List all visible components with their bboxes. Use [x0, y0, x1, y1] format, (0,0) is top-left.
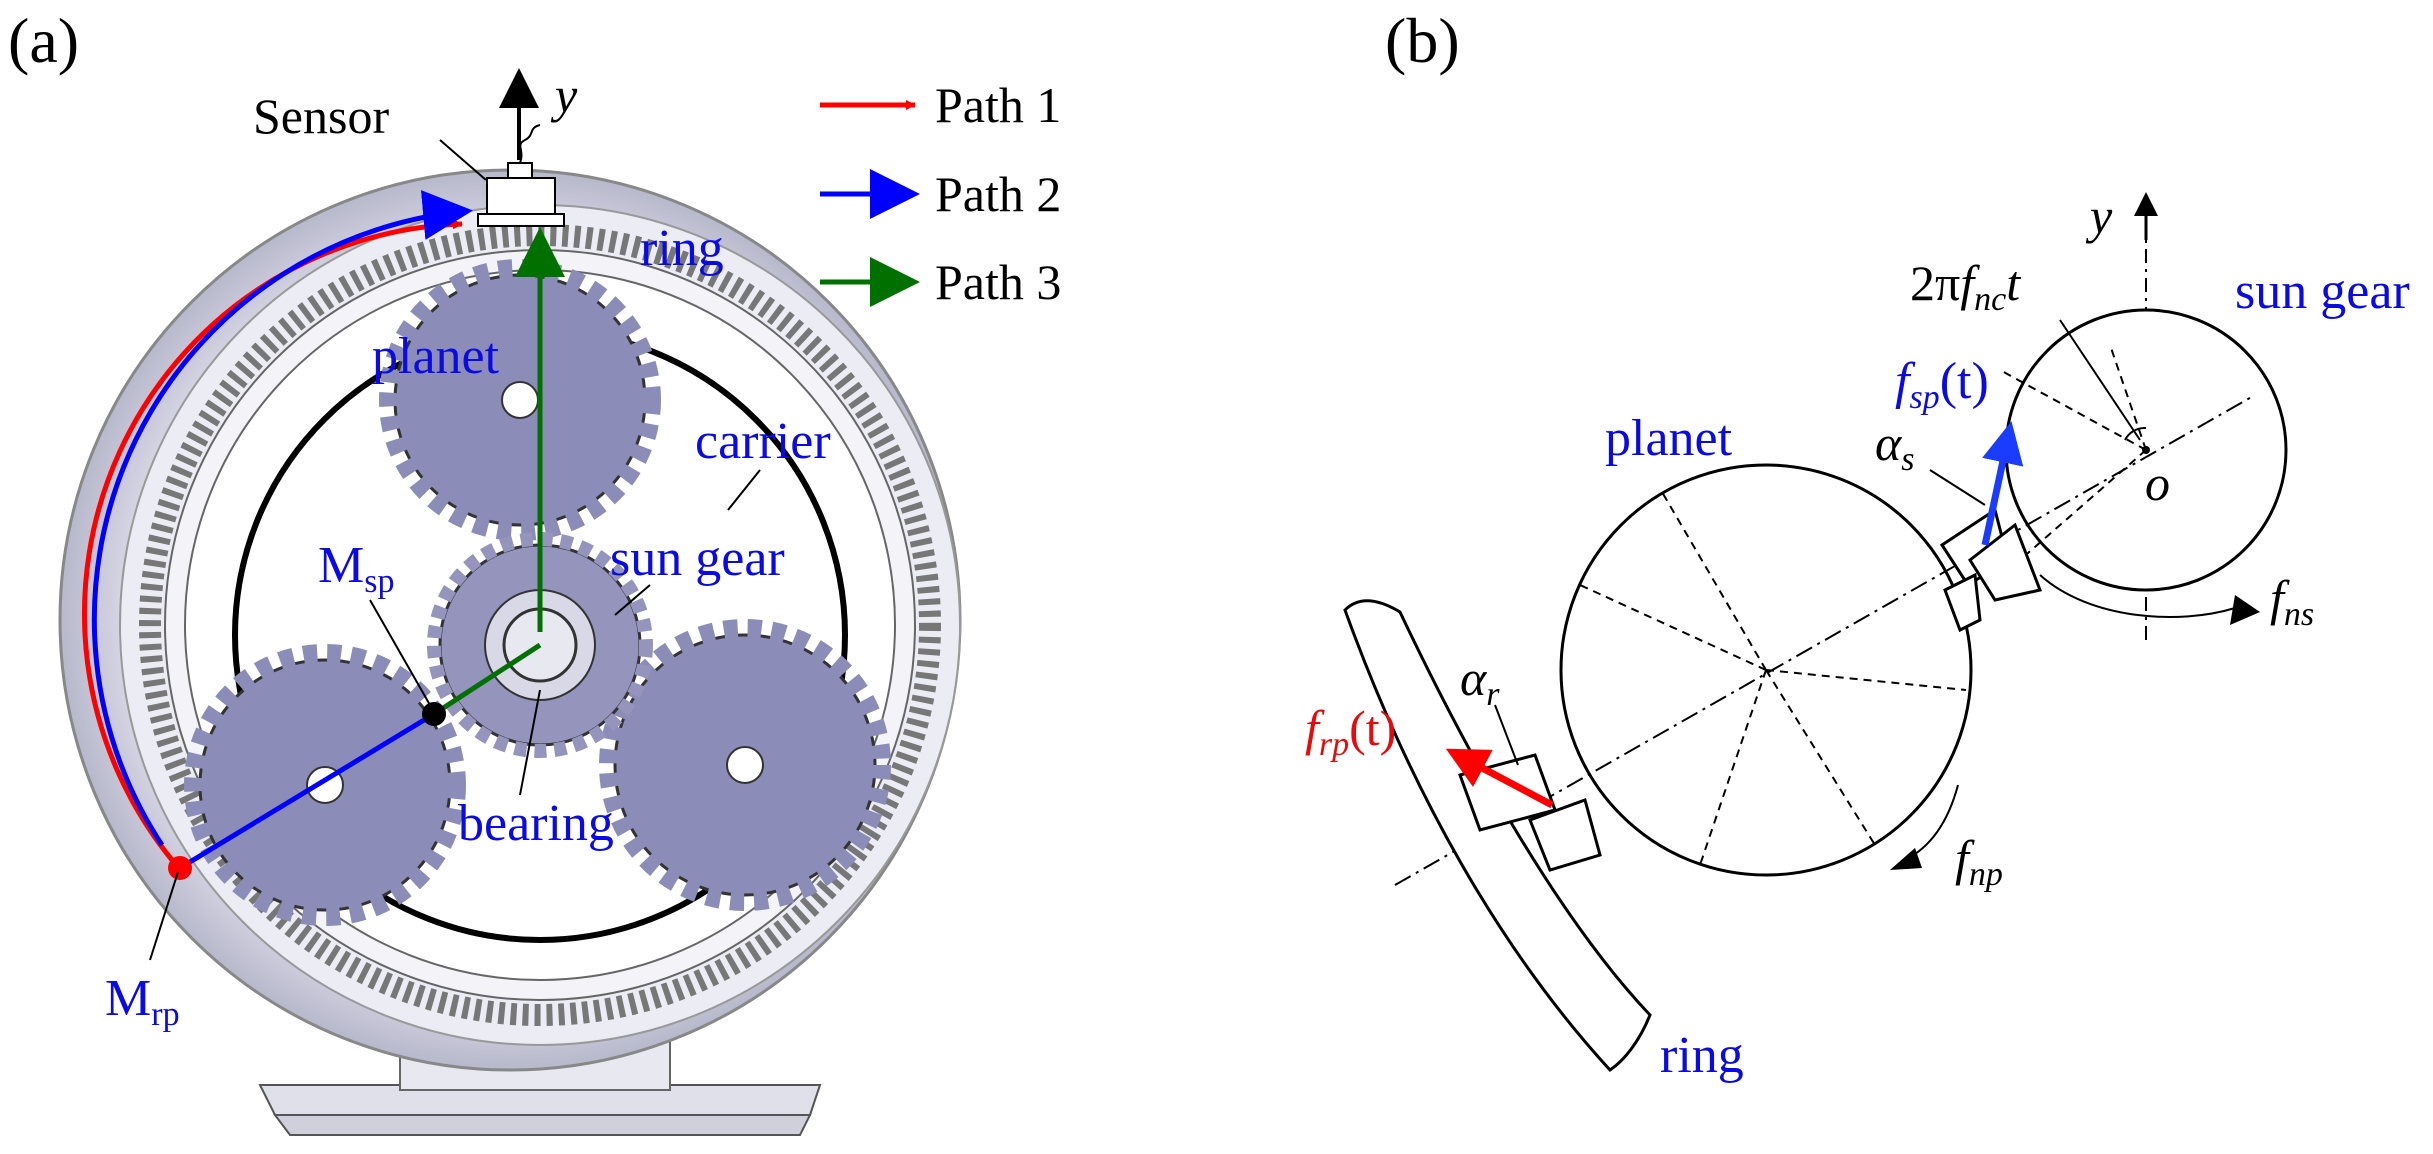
legend: Path 1 Path 2 Path 3	[820, 77, 1061, 310]
alpha-r-label: αr	[1460, 650, 1500, 713]
legend-path-2-label: Path 2	[935, 166, 1061, 222]
fnp-label: fnp	[1955, 830, 2003, 893]
sensor-leader	[439, 139, 487, 181]
origin-label: o	[2145, 455, 2170, 511]
mrp-label: Mrp	[105, 970, 180, 1033]
sun-gear-label-b: sun gear	[2235, 263, 2410, 320]
alpha-s-label: αs	[1875, 415, 1914, 478]
alpha-r-leader	[1494, 704, 1519, 766]
legend-path-1-label: Path 1	[935, 77, 1061, 133]
fsp-arrow	[1981, 421, 2024, 546]
carrier-leader	[727, 469, 761, 511]
angle-arc	[2124, 426, 2147, 441]
fnp-arrowhead	[1890, 848, 1922, 870]
sun-gear-leader-a	[614, 584, 651, 616]
sensor	[477, 124, 565, 227]
panel-b-label: (b)	[1385, 5, 1460, 76]
planet-label-a: planet	[372, 328, 500, 385]
fns-arrowhead	[2230, 595, 2260, 625]
fsp-label: fsp(t)	[1895, 353, 1989, 416]
path-2-radial	[178, 711, 436, 871]
ring-label-b: ring	[1660, 1027, 1744, 1084]
sensor-label: Sensor	[253, 88, 389, 144]
sun-dashed-lines	[1999, 344, 2147, 561]
panel-a-label: (a)	[8, 5, 79, 76]
path-1-line	[81, 219, 463, 862]
planet-dashed-spokes	[1579, 491, 1967, 866]
planet-label-b: planet	[1605, 410, 1733, 467]
msp-leader	[369, 599, 431, 706]
path-3-segment-1	[432, 642, 542, 717]
mrp-leader	[149, 871, 179, 961]
y-axis-label-a: y	[550, 67, 578, 123]
carrier-label: carrier	[695, 413, 831, 470]
planet-gear-right	[599, 619, 891, 911]
angle-expr: 2πfnct	[1910, 255, 2021, 318]
path-2-arc	[91, 190, 473, 847]
frp-label: frp(t)	[1305, 700, 1396, 763]
sun-gear-label-a: sun gear	[610, 530, 785, 587]
mrp-point	[168, 856, 192, 880]
bearing-label: bearing	[458, 795, 614, 852]
legend-path-3-label: Path 3	[935, 254, 1061, 310]
msp-label: Msp	[318, 537, 394, 600]
alpha-s-leader	[1929, 469, 1986, 506]
ring-segment	[1343, 599, 1652, 1072]
bearing-leader	[519, 689, 541, 796]
panel-b: (b) y o sun gear planet	[1305, 5, 2410, 1084]
planet-gear-left	[184, 644, 466, 926]
frp-arrow	[1445, 748, 1554, 809]
fns-label: fns	[2270, 570, 2314, 633]
fns-arc	[2039, 574, 2236, 618]
ring-label-a: ring	[640, 220, 724, 277]
panel-a: (a)	[8, 5, 1061, 1136]
angle-leader	[2059, 319, 2141, 441]
y-axis-label-b: y	[2085, 188, 2113, 244]
msp-point	[422, 702, 446, 726]
planet-gear-top	[379, 259, 661, 541]
